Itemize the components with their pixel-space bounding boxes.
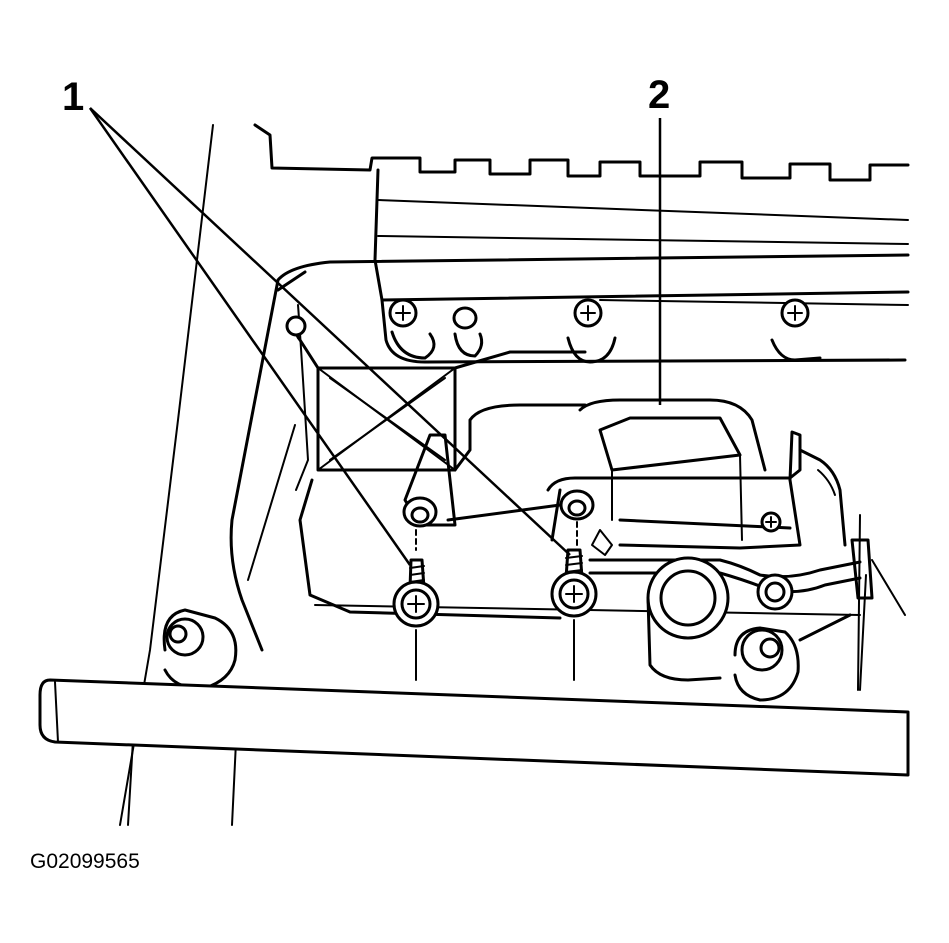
upper-housing bbox=[253, 123, 910, 364]
callout-2-label: 2 bbox=[648, 73, 670, 117]
leader-lines bbox=[88, 107, 662, 566]
fastening-screws bbox=[392, 521, 598, 681]
mounting-bracket bbox=[285, 315, 562, 528]
callout-1-label: 1 bbox=[62, 75, 84, 119]
front-bar bbox=[38, 678, 910, 777]
wire-harness bbox=[588, 469, 906, 691]
figure-id: G02099565 bbox=[30, 850, 140, 873]
module-component bbox=[546, 398, 847, 556]
round-port bbox=[646, 556, 794, 682]
support-posts bbox=[162, 608, 852, 702]
housing-screws bbox=[388, 298, 822, 364]
